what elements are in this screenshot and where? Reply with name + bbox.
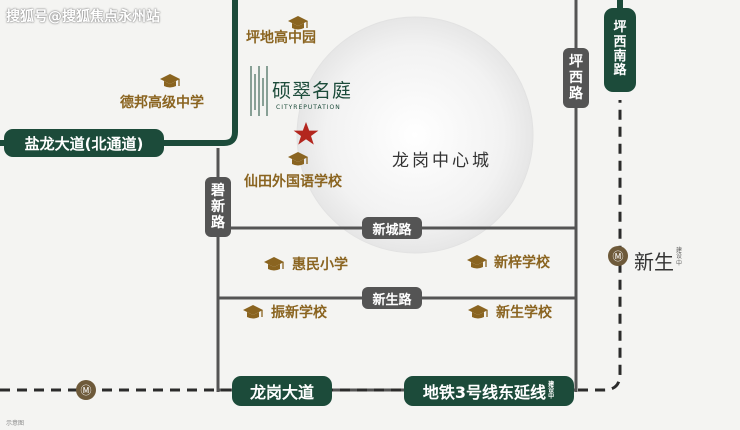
metro-line-label: 地铁3号线东延线 建设中 bbox=[404, 376, 574, 406]
school-label: 惠民小学 bbox=[292, 257, 348, 273]
school-label: 德邦高级中学 bbox=[120, 95, 204, 111]
project-name-en: CITYREPUTATION bbox=[276, 104, 341, 111]
school-label: 新梓学校 bbox=[494, 255, 550, 271]
project-name: 硕翠名庭 bbox=[272, 80, 353, 102]
yanlong-road-line bbox=[0, 0, 238, 146]
graduation-cap-icon bbox=[467, 255, 487, 269]
graduation-cap-icon bbox=[160, 74, 180, 88]
school-cap-icons bbox=[160, 16, 488, 319]
watermark-text: 搜狐号@搜狐焦点永州站 bbox=[6, 9, 160, 25]
longgang-road-label: 龙岗大道 bbox=[232, 376, 332, 406]
project-logo-mark bbox=[250, 66, 268, 116]
graduation-cap-icon bbox=[288, 152, 308, 166]
graduation-cap-icon bbox=[468, 305, 488, 319]
school-label: 坪地高中园 bbox=[246, 30, 316, 46]
bixin-road-label: 碧 新 路 bbox=[205, 177, 231, 237]
district-circle bbox=[296, 16, 534, 254]
yanlong-road-label: 盐龙大道(北通道) bbox=[4, 129, 164, 157]
station-note: 建设中 bbox=[676, 247, 683, 267]
xinsheng-road-label: 新生路 bbox=[362, 287, 422, 309]
school-label: 仙田外国语学校 bbox=[244, 174, 342, 190]
graduation-cap-icon bbox=[264, 257, 284, 271]
graduation-cap-icon bbox=[243, 305, 263, 319]
metro-dashed-line bbox=[0, 100, 622, 392]
school-label: 新生学校 bbox=[496, 305, 552, 321]
pingxi-south-road-label: 坪 西 南 路 bbox=[604, 8, 636, 92]
metro-station-icon: Ⓜ bbox=[76, 380, 96, 400]
station-name: 新生 bbox=[634, 250, 674, 274]
metro-station-icon: Ⓜ bbox=[608, 246, 628, 266]
graduation-cap-icon bbox=[288, 16, 308, 30]
xincheng-road-label: 新城路 bbox=[362, 217, 422, 239]
school-label: 振新学校 bbox=[271, 305, 327, 321]
pingxi-road-label: 坪 西 路 bbox=[563, 48, 589, 108]
district-label: 龙岗中心城 bbox=[392, 151, 492, 171]
project-star-icon bbox=[293, 122, 319, 145]
footnote: 示意图 bbox=[6, 420, 25, 427]
